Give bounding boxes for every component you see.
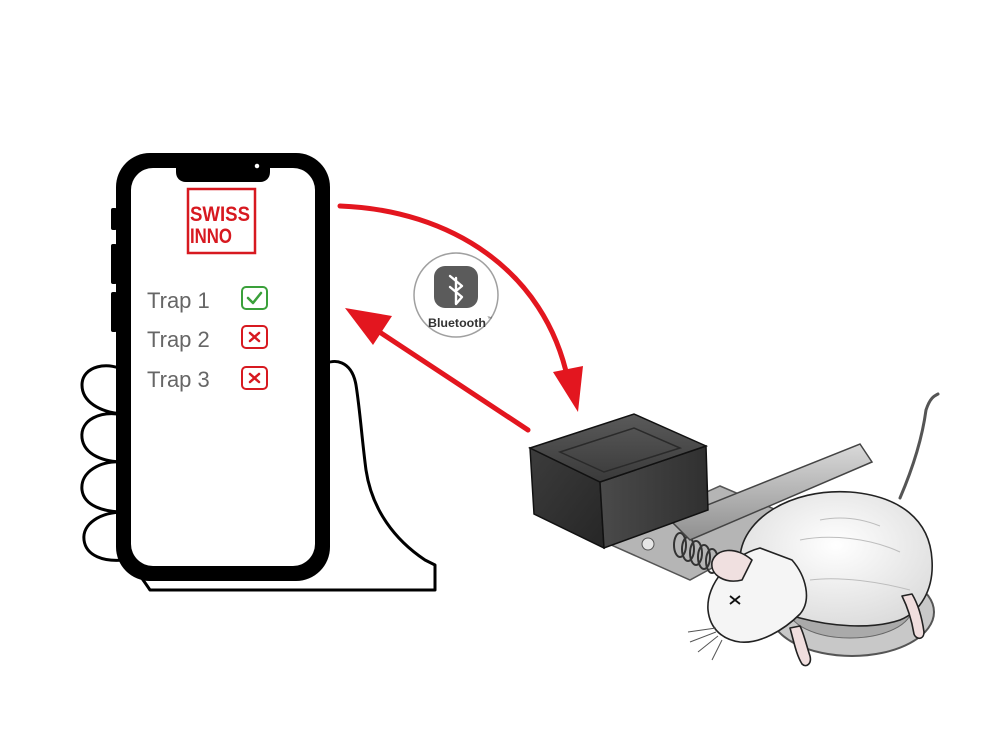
phone-button-mid [111,244,117,284]
mouse-ear [711,549,753,582]
mouse-illustration [687,392,940,667]
phone-button-top [111,208,117,230]
phone-notch [176,168,270,182]
smartphone [111,153,330,581]
trap-snap-bar [668,443,874,541]
swiss-inno-logo: SWISS INNO [186,187,257,255]
bluetooth-icon [448,274,464,306]
logo-line-1: SWISS [190,203,250,226]
logo-line-2: INNO [190,225,232,248]
hand-finger-4 [82,510,126,562]
mouse-whiskers [687,627,723,661]
phone-button-low [111,292,117,332]
trap-row-3[interactable]: Trap 3 [147,366,268,392]
arrow-trap-to-phone [369,324,531,433]
trap-label: Trap 3 [147,367,210,392]
check-icon [241,286,268,310]
arrow-phone-to-trap [337,203,571,383]
mouse-eye [729,595,741,605]
cross-icon [241,325,268,349]
phone-screen [131,168,315,566]
logo-frame [186,187,257,255]
hand-illustration [80,360,437,592]
sensor-box-top [528,413,709,483]
trap-label: Trap 2 [147,327,210,352]
signal-arrows [337,203,583,433]
trap-plate-hole [641,537,655,551]
hand-finger-3 [80,460,126,514]
mouse-front-paw [789,625,812,667]
bluetooth-label: Bluetooth [428,316,486,330]
phone-camera [253,162,261,170]
arrow-head-left [345,308,392,345]
mouse-fur-lines [799,517,911,591]
trap-spring [673,532,719,574]
mouse-tail [898,392,940,500]
bluetooth-badge: Bluetooth ™ [413,252,499,338]
cross-icon [241,366,268,390]
trap-row-2[interactable]: Trap 2 [147,325,268,352]
mouse-hind-paw [901,593,925,640]
bluetooth-trademark: ™ [487,316,492,322]
hand-finger-2 [80,412,126,464]
trap-row-1[interactable]: Trap 1 [147,286,268,313]
sensor-box-top-detail [557,427,683,473]
arrow-head-down [553,366,583,412]
trap-label: Trap 1 [147,288,210,313]
trap-list: Trap 1 Trap 2 Trap 3 [147,286,268,392]
